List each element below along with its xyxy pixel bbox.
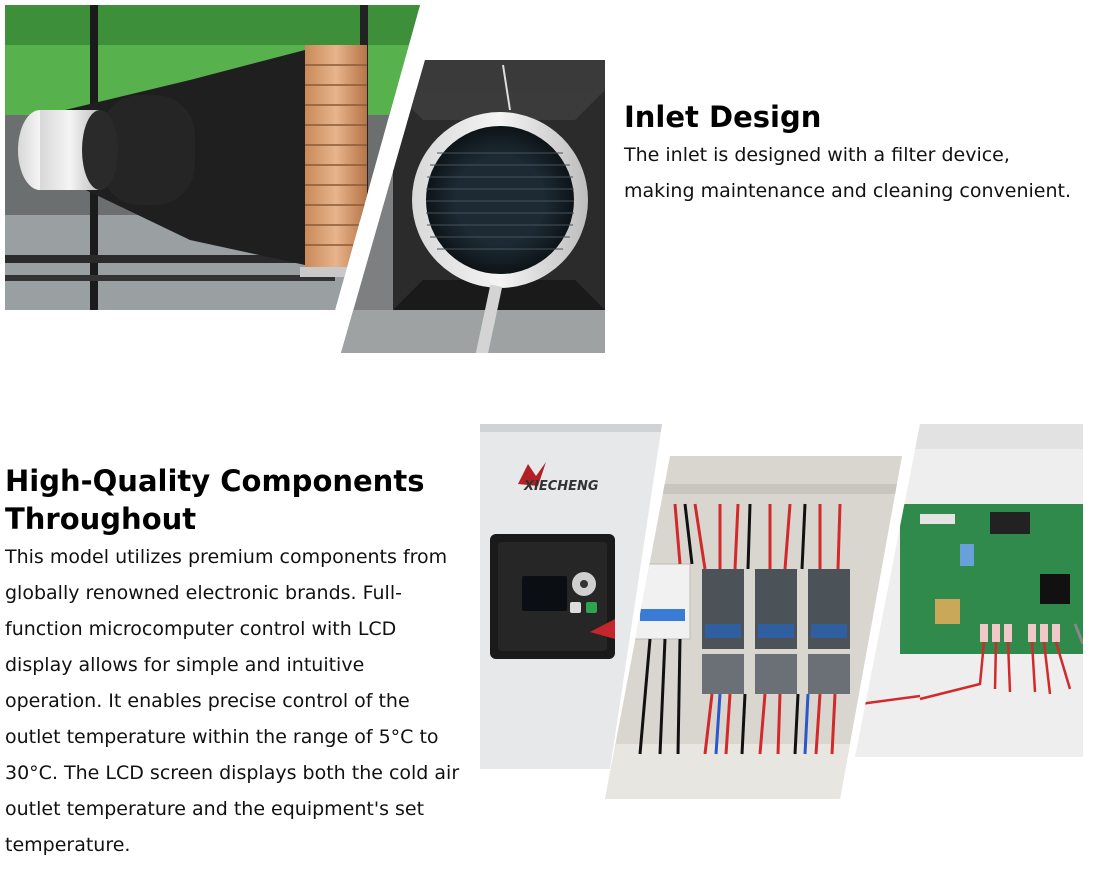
components-photo-collage: XIECHENG (480, 424, 1083, 802)
components-description-line: This model utilizes premium components f… (5, 546, 448, 568)
inlet-description-line-2: making maintenance and cleaning convenie… (624, 180, 1071, 202)
brand-logo: XIECHENG (518, 462, 599, 494)
components-description-line: temperature. (5, 834, 131, 856)
components-heading-line-2: Throughout (5, 502, 197, 536)
duct-side-photo (5, 5, 420, 310)
components-description-line: display allows for simple and intuitive (5, 654, 365, 676)
circuit-board-photo (855, 424, 1083, 757)
inlet-photo-collage (5, 5, 607, 355)
components-description-line: function microcomputer control with LCD (5, 618, 397, 640)
components-description-line: outlet temperature and the equipment's s… (5, 798, 425, 820)
components-description-line: 30°C. The LCD screen displays both the c… (5, 762, 460, 784)
inlet-heading: Inlet Design (624, 100, 822, 134)
components-heading-line-1: High-Quality Components (5, 464, 425, 498)
lcd-controller (490, 534, 615, 659)
components-description-line: globally renowned electronic brands. Ful… (5, 582, 402, 604)
svg-text:XIECHENG: XIECHENG (523, 479, 599, 494)
components-description-line: outlet temperature within the range of 5… (5, 726, 439, 748)
inlet-description-line-1: The inlet is designed with a filter devi… (624, 144, 1010, 166)
wiring-photo (605, 456, 902, 799)
components-description-line: operation. It enables precise control of… (5, 690, 410, 712)
duct-front-photo (341, 60, 605, 353)
